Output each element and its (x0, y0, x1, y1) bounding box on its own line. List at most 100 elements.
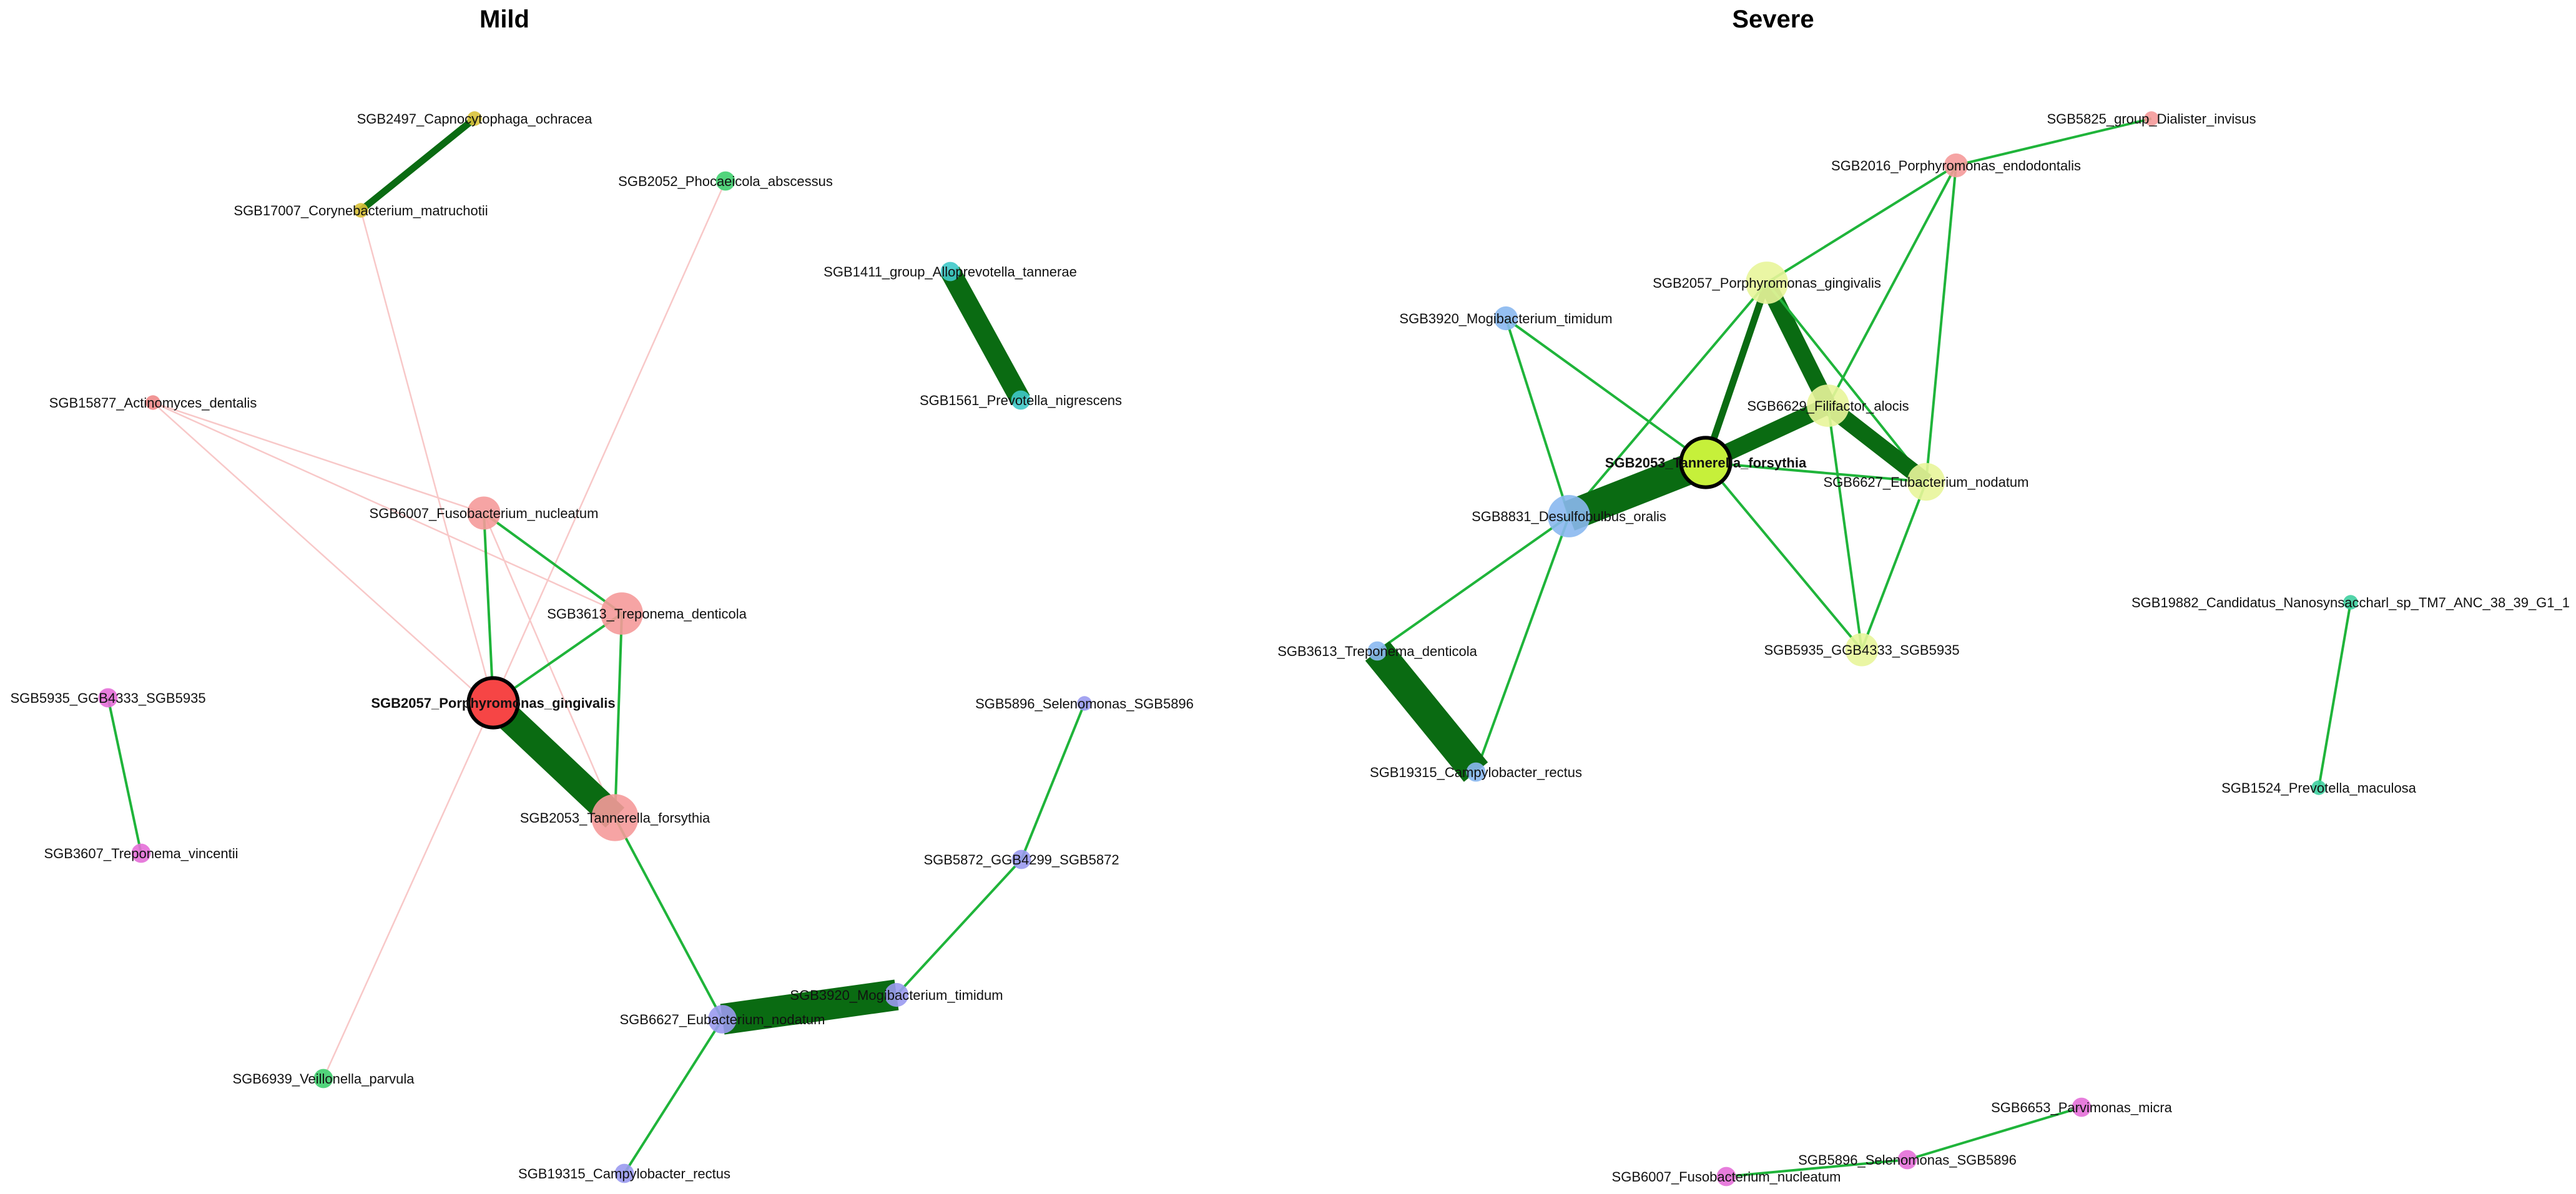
edge-mild-phoca-pging (492, 180, 727, 703)
node-severe-mogi[interactable] (1493, 306, 1518, 331)
nodes-layer (98, 111, 2358, 1187)
node-label-severe-pendo: SGB2016_Porphyromonas_endodontalis (1831, 158, 2081, 174)
node-mild-fuso[interactable] (467, 496, 501, 530)
node-mild-mogi[interactable] (884, 982, 909, 1007)
edge-mild-actino-trep (152, 401, 622, 615)
edge-severe-trep-campy (1365, 641, 1488, 782)
node-label-mild-campy: SGB19315_Campylobacter_rectus (518, 1166, 730, 1182)
node-label-severe-pmac: SGB1524_Prevotella_maculosa (2221, 780, 2417, 796)
node-label-mild-trep: SGB3613_Treponema_denticola (547, 606, 747, 622)
node-mild-pging[interactable] (466, 676, 520, 730)
edge-severe-tann-eubac (1705, 461, 1927, 483)
edge-mild-ggb4333-tvinc (107, 697, 142, 854)
node-mild-tvinc[interactable] (131, 843, 151, 863)
node-label-mild-selen: SGB5896_Selenomonas_SGB5896 (975, 696, 1194, 712)
node-mild-campy[interactable] (614, 1163, 634, 1183)
node-severe-fuso[interactable] (1716, 1167, 1736, 1187)
node-label-mild-pging: SGB2057_Porphyromonas_gingivalis (371, 695, 615, 711)
node-severe-parvi[interactable] (2072, 1097, 2092, 1117)
node-label-severe-fili: SGB6629_Filifactor_alocis (1747, 398, 1909, 414)
node-severe-pging[interactable] (1746, 262, 1788, 304)
node-label-severe-trep: SGB3613_Treponema_denticola (1277, 643, 1477, 659)
node-label-severe-eubac: SGB6627_Eubacterium_nodatum (1824, 474, 2029, 490)
edge-severe-mogi-desulf (1505, 318, 1570, 517)
node-label-severe-ggb4333: SGB5935_GGB4333_SGB5935 (1764, 642, 1959, 658)
node-mild-allop[interactable] (940, 262, 960, 281)
edge-severe-mogi-tann (1505, 317, 1707, 464)
edge-severe-pging-tann (1702, 281, 1771, 464)
node-severe-tann[interactable] (1679, 436, 1733, 489)
node-label-severe-selen: SGB5896_Selenomonas_SGB5896 (1798, 1152, 2017, 1168)
edge-severe-tann-ggb4333 (1704, 461, 1863, 651)
node-severe-campy[interactable] (1466, 762, 1486, 782)
node-label-mild-veil: SGB6939_Veillonella_parvula (232, 1071, 415, 1087)
node-label-mild-mogi: SGB3920_Mogibacterium_timidum (790, 987, 1003, 1003)
edges-layer (107, 115, 2352, 1178)
node-severe-desulf[interactable] (1548, 495, 1590, 537)
node-severe-fili[interactable] (1807, 384, 1849, 427)
node-label-mild-fuso: SGB6007_Fusobacterium_nucleatum (370, 506, 599, 521)
node-label-severe-dial: SGB5825_group_Dialister_invisus (2047, 111, 2256, 127)
node-mild-actino[interactable] (145, 395, 160, 410)
edge-severe-pendo-fili (1827, 165, 1957, 406)
node-mild-trep[interactable] (601, 592, 643, 635)
node-label-severe-parvi: SGB6653_Parvimonas_micra (1991, 1100, 2173, 1115)
edge-severe-selen-fuso (1726, 1158, 1908, 1178)
edge-mild-pging-tann (483, 692, 625, 828)
node-mild-ggb4299[interactable] (1011, 849, 1031, 869)
edge-severe-pging-fili (1759, 278, 1836, 410)
edge-mild-fuso-pging (483, 512, 494, 703)
node-label-severe-desulf: SGB8831_Desulfobulbus_oralis (1472, 509, 1666, 524)
node-severe-dial[interactable] (2144, 111, 2159, 126)
edge-severe-pendo-pging (1766, 164, 1957, 284)
node-mild-eubac[interactable] (708, 1005, 737, 1034)
node-severe-trep[interactable] (1367, 641, 1387, 661)
node-label-mild-tvinc: SGB3607_Treponema_vincentii (44, 846, 238, 861)
edge-mild-fuso-tann (483, 512, 616, 818)
node-label-mild-capno: SGB2497_Capnocytophaga_ochracea (357, 111, 592, 127)
node-mild-veil[interactable] (313, 1069, 333, 1089)
edge-mild-trep-tann (614, 613, 623, 818)
edge-mild-allop-pnig (941, 267, 1030, 405)
node-label-severe-pging: SGB2057_Porphyromonas_gingivalis (1653, 275, 1881, 291)
panel-title-mild: Mild (479, 6, 529, 33)
node-label-severe-mogi: SGB3920_Mogibacterium_timidum (1399, 311, 1612, 326)
node-mild-coryne[interactable] (353, 203, 368, 218)
node-label-mild-coryne: SGB17007_Corynebacterium_matruchotii (234, 203, 488, 218)
node-mild-tann[interactable] (591, 794, 639, 841)
node-label-severe-tann: SGB2053_Tannerella_forsythia (1605, 455, 1807, 471)
panel-title-severe: Severe (1732, 6, 1814, 33)
node-label-mild-allop: SGB1411_group_Alloprevotella_tannerae (823, 264, 1077, 280)
node-mild-selen[interactable] (1077, 696, 1092, 711)
edge-severe-nano-pmac (2318, 602, 2352, 788)
edge-severe-eubac-ggb4333 (1861, 481, 1927, 650)
edge-severe-desulf-trep (1376, 515, 1570, 652)
edge-mild-eubac-mogi (720, 979, 899, 1035)
node-label-mild-pnig: SGB1561_Prevotella_nigrescens (920, 393, 1122, 408)
node-mild-capno[interactable] (467, 111, 482, 126)
node-severe-ggb4333[interactable] (1845, 633, 1879, 667)
node-label-severe-fuso: SGB6007_Fusobacterium_nucleatum (1612, 1169, 1841, 1185)
node-severe-pmac[interactable] (2311, 780, 2326, 795)
node-severe-nano[interactable] (2343, 595, 2358, 610)
node-severe-eubac[interactable] (1907, 462, 1945, 501)
node-mild-pnig[interactable] (1011, 390, 1031, 410)
edge-severe-desulf-campy (1475, 516, 1570, 773)
node-label-severe-nano: SGB19882_Candidatus_Nanosynsaccharl_sp_T… (2131, 595, 2570, 610)
edge-mild-coryne-pging (360, 210, 494, 703)
node-severe-pendo[interactable] (1944, 153, 1969, 178)
edge-mild-eubac-campy (623, 1018, 724, 1175)
edge-severe-dial-pendo (1955, 117, 2152, 167)
node-mild-phoca[interactable] (715, 171, 735, 191)
node-mild-ggb4333[interactable] (98, 688, 118, 708)
node-label-mild-actino: SGB15877_Actinomyces_dentalis (49, 395, 257, 411)
node-label-severe-campy: SGB19315_Campylobacter_rectus (1370, 765, 1582, 780)
edge-severe-pging-eubac (1766, 281, 1927, 483)
edge-severe-pendo-eubac (1925, 165, 1957, 482)
node-label-mild-ggb4333: SGB5935_GGB4333_SGB5935 (10, 690, 205, 706)
edge-mild-ggb4299-mogi (895, 858, 1023, 996)
edge-mild-actino-fuso (152, 401, 484, 514)
edge-mild-capno-coryne (358, 115, 477, 213)
node-severe-selen[interactable] (1897, 1150, 1917, 1170)
